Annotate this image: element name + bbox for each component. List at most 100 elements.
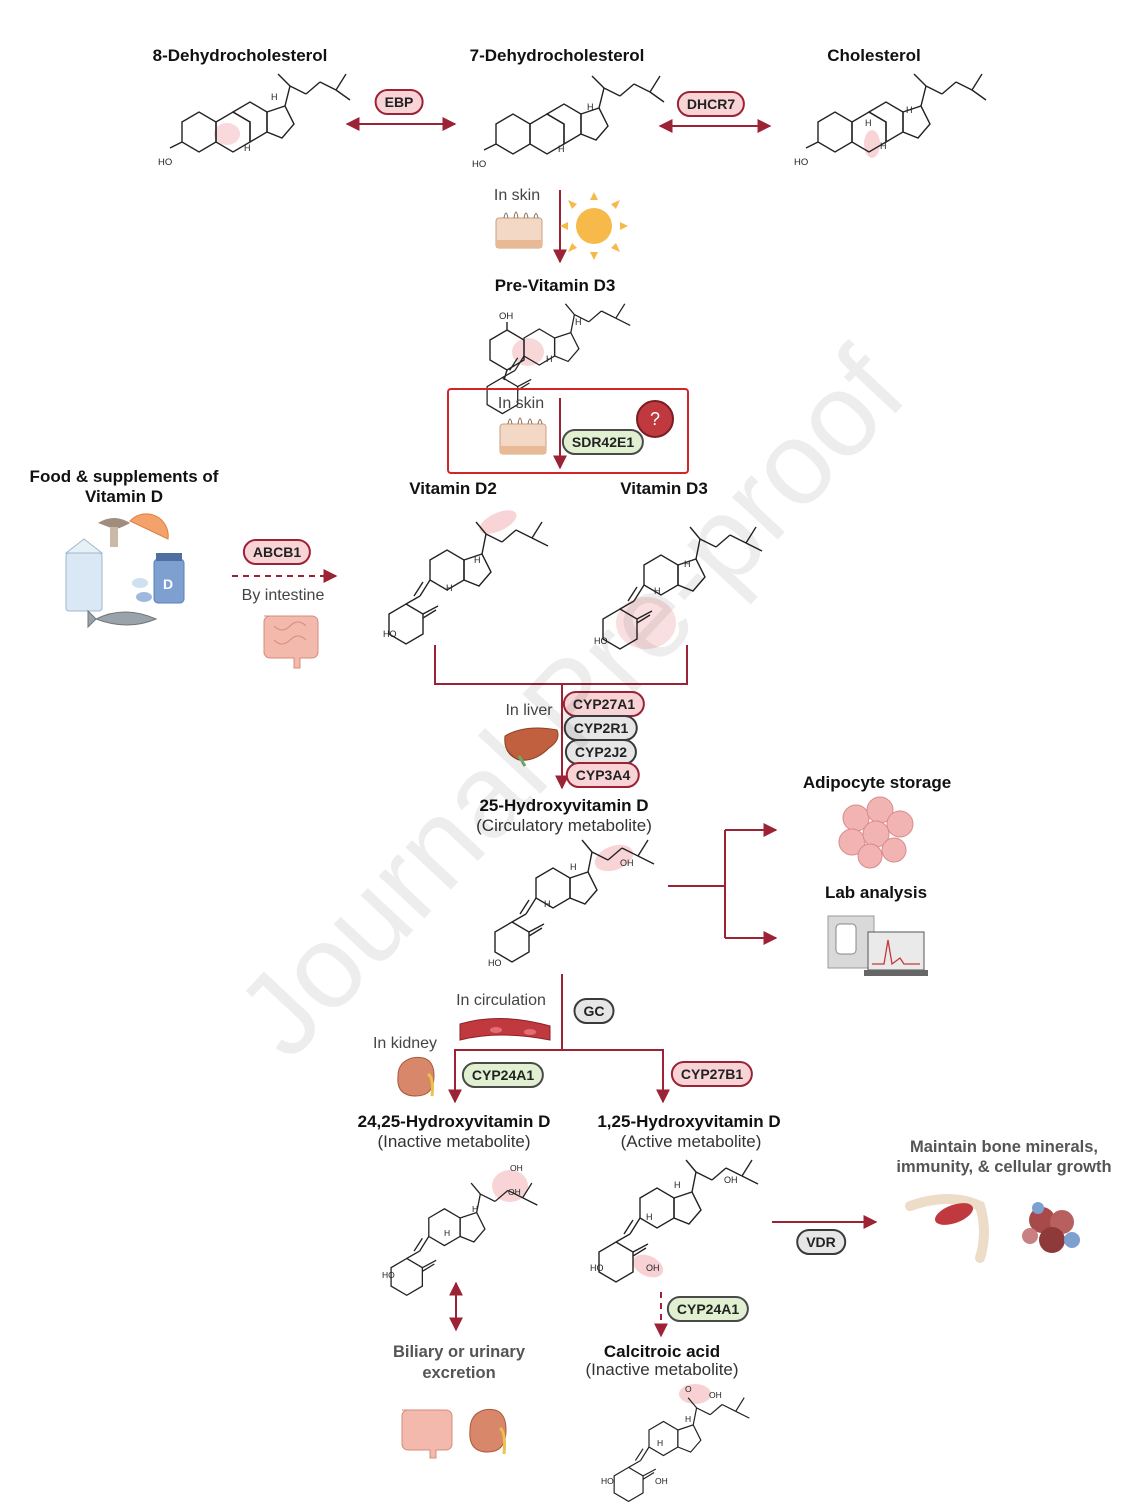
label-food-line1: Food & supplements of: [29, 467, 219, 486]
structure-8-dehydrocholesterol: HO H H: [158, 73, 351, 168]
label-cholesterol: Cholesterol: [827, 46, 921, 65]
svg-text:H: H: [558, 144, 565, 154]
enzyme-gc[interactable]: GC: [573, 998, 615, 1024]
svg-text:H: H: [865, 118, 872, 128]
svg-text:OH: OH: [646, 1263, 660, 1273]
context-in-liver: In liver: [505, 702, 553, 719]
svg-text:HO: HO: [383, 629, 397, 639]
question-badge[interactable]: ?: [636, 400, 674, 438]
svg-text:H: H: [546, 354, 553, 364]
liver-icon: [504, 727, 559, 767]
label-8-dehydrocholesterol: 8-Dehydrocholesterol: [152, 46, 328, 65]
svg-text:H: H: [587, 102, 594, 112]
svg-text:OH: OH: [655, 1476, 668, 1486]
svg-text:H: H: [570, 862, 577, 872]
enzyme-cyp27a1[interactable]: CYP27A1: [562, 691, 646, 717]
svg-text:OH: OH: [510, 1163, 523, 1173]
label-vitamin-d3: Vitamin D3: [620, 479, 708, 498]
svg-text:H: H: [674, 1180, 681, 1190]
kidney-icon: [397, 1056, 435, 1097]
svg-text:H: H: [446, 583, 453, 593]
structure-cholesterol: HO H H H: [794, 73, 987, 168]
structure-1-25-hydroxyvitamin-d: HO OH OH H H: [590, 1159, 759, 1283]
label-25-hydroxyvitamin-d: 25-Hydroxyvitamin D: [479, 796, 649, 815]
enzyme-cyp3a4[interactable]: CYP3A4: [565, 762, 641, 788]
enzyme-cyp24a1-calcitroic[interactable]: CYP24A1: [666, 1296, 750, 1322]
svg-text:HO: HO: [601, 1476, 614, 1486]
branch-kidney: [448, 974, 670, 1104]
context-in-skin-2: In skin: [497, 395, 545, 412]
label-24-25-hydroxyvitamin-d-sub: (Inactive metabolite): [377, 1132, 531, 1151]
svg-text:OH: OH: [724, 1175, 738, 1185]
svg-text:HO: HO: [472, 159, 486, 170]
lab-analysis-icon: [827, 915, 928, 976]
label-calcitroic-acid-sub: (Inactive metabolite): [585, 1360, 739, 1379]
svg-text:H: H: [654, 586, 661, 596]
intestine-icon: [263, 615, 319, 669]
svg-text:O: O: [685, 1384, 692, 1394]
svg-text:H: H: [575, 317, 582, 327]
branch-storage-lab: [668, 823, 778, 945]
svg-text:H: H: [544, 899, 551, 909]
svg-text:OH: OH: [709, 1390, 722, 1400]
bracket-vitamins: [434, 645, 688, 790]
svg-text:HO: HO: [488, 958, 502, 968]
enzyme-cyp27b1[interactable]: CYP27B1: [670, 1061, 754, 1087]
skin-icon-2: [499, 417, 547, 455]
label-maintain-line1: Maintain bone minerals,: [910, 1138, 1098, 1156]
enzyme-cyp24a1[interactable]: CYP24A1: [461, 1062, 545, 1088]
label-1-25-hydroxyvitamin-d: 1,25-Hydroxyvitamin D: [597, 1112, 781, 1131]
enzyme-vdr[interactable]: VDR: [796, 1229, 846, 1255]
svg-text:H: H: [684, 559, 691, 569]
label-vitamin-d2: Vitamin D2: [409, 479, 497, 498]
svg-text:H: H: [657, 1438, 663, 1448]
uncertain-step-box: [447, 388, 689, 474]
excretion-kidney-icon: [469, 1408, 507, 1455]
structure-vitamin-d3: HO H H: [594, 526, 763, 650]
context-in-skin: In skin: [493, 187, 541, 204]
structure-vitamin-d2: HO H H: [383, 510, 549, 645]
enzyme-cyp2r1[interactable]: CYP2R1: [563, 715, 639, 741]
bone-muscle-icon: [905, 1194, 989, 1263]
svg-text:H: H: [685, 1414, 691, 1424]
context-in-kidney: In kidney: [372, 1035, 438, 1052]
svg-text:OH: OH: [499, 311, 513, 322]
cell-cluster-icon: [1022, 1202, 1080, 1253]
svg-text:H: H: [444, 1228, 450, 1238]
svg-text:D: D: [163, 576, 173, 592]
enzyme-abcb1[interactable]: ABCB1: [242, 539, 312, 565]
svg-text:H: H: [646, 1212, 653, 1222]
label-7-dehydrocholesterol: 7-Dehydrocholesterol: [469, 46, 645, 65]
structure-calcitroic-acid: HO OH O OH H H: [601, 1384, 750, 1502]
svg-text:HO: HO: [794, 157, 808, 168]
excretion-intestine-icon: [401, 1409, 453, 1459]
context-in-circulation: In circulation: [456, 992, 546, 1009]
enzyme-ebp[interactable]: EBP: [374, 89, 424, 115]
svg-text:H: H: [880, 141, 887, 151]
label-pre-vitamin-d3: Pre-Vitamin D3: [494, 276, 616, 295]
label-calcitroic-acid: Calcitroic acid: [603, 1342, 721, 1361]
blood-vessel-icon: [459, 1018, 551, 1041]
enzyme-dhcr7[interactable]: DHCR7: [676, 91, 746, 117]
structure-24-25-hydroxyvitamin-d: HO OH OH H H: [382, 1163, 539, 1296]
skin-icon: [495, 211, 543, 249]
svg-text:H: H: [474, 555, 481, 565]
svg-text:H: H: [906, 105, 913, 115]
label-adipocyte-storage: Adipocyte storage: [802, 773, 952, 792]
svg-text:H: H: [271, 92, 278, 102]
adipocyte-icon: [838, 796, 914, 869]
label-food-line2: Vitamin D: [84, 487, 164, 506]
structure-25-hydroxyvitamin-d: HO OH H H: [488, 839, 655, 968]
structure-7-dehydrocholesterol: HO H H: [472, 75, 665, 170]
svg-text:HO: HO: [594, 636, 608, 646]
enzyme-sdr42e1[interactable]: SDR42E1: [561, 429, 645, 455]
svg-text:H: H: [244, 143, 251, 153]
label-excretion-line1: Biliary or urinary: [392, 1343, 526, 1361]
label-25-hydroxyvitamin-d-sub: (Circulatory metabolite): [476, 816, 652, 835]
svg-text:HO: HO: [158, 157, 172, 168]
sun-icon: [560, 192, 628, 260]
svg-text:OH: OH: [620, 858, 634, 868]
food-icons: D: [64, 513, 185, 629]
svg-text:OH: OH: [508, 1187, 521, 1197]
